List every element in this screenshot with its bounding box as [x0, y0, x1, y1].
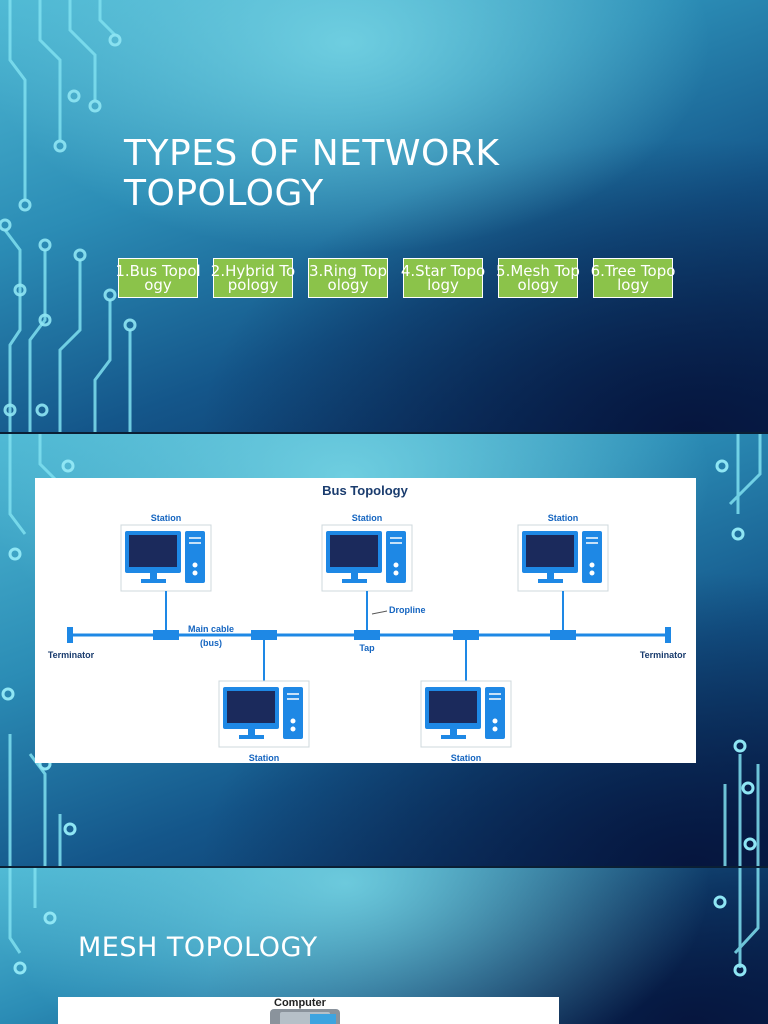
slide-separator	[0, 866, 768, 868]
monitor-screen	[227, 691, 275, 723]
station-label: Station	[151, 513, 182, 523]
main-cable-label: Main cable	[188, 624, 234, 634]
terminator-label: Terminator	[48, 650, 95, 660]
main-cable-label: (bus)	[200, 638, 222, 648]
mesh-topology-title: MESH TOPOLOGY	[78, 932, 318, 963]
monitor-base	[239, 735, 264, 739]
slide-types-of-network-topology: Types of Network Topology 1.Bus Topology…	[0, 0, 768, 432]
monitor-base	[141, 579, 166, 583]
circuit-decoration-left	[0, 0, 137, 432]
computer-icon	[270, 1009, 340, 1024]
topology-label: 4.Star Topology	[400, 262, 486, 294]
monitor-stand	[351, 573, 358, 579]
monitor-base	[441, 735, 466, 739]
tower-button	[192, 570, 198, 576]
terminator-label: Terminator	[640, 650, 687, 660]
title-line-2: Topology	[124, 173, 324, 214]
monitor-base	[342, 579, 367, 583]
circuit-decoration-right	[715, 434, 762, 866]
monitor-stand	[450, 729, 457, 735]
tower-button	[589, 570, 595, 576]
station-label: Station	[249, 753, 280, 763]
tap-connector	[251, 630, 277, 640]
page-title: Types of Network Topology	[124, 134, 644, 214]
topology-label: 5.Mesh Topology	[496, 262, 580, 294]
monitor-base	[538, 579, 563, 583]
monitor-stand	[150, 573, 157, 579]
monitor-screen	[330, 535, 378, 567]
terminator-left	[67, 627, 73, 643]
topology-box-ring: 3.Ring Topology	[308, 258, 388, 298]
tower-icon	[185, 531, 205, 583]
tower-icon	[582, 531, 602, 583]
tap-connector	[153, 630, 179, 640]
diagram-title: Bus Topology	[322, 483, 408, 498]
mesh-topology-diagram: Computer	[58, 997, 559, 1024]
monitor-stand	[248, 729, 255, 735]
tower-button	[290, 718, 296, 724]
tower-button	[393, 562, 399, 568]
monitor-stand	[547, 573, 554, 579]
topology-label: 3.Ring Topology	[308, 262, 387, 294]
tap-label: Tap	[359, 643, 375, 653]
computer-label: Computer	[274, 997, 327, 1009]
monitor-screen	[429, 691, 477, 723]
monitor-screen	[526, 535, 574, 567]
tap-connector	[354, 630, 380, 640]
mesh-diagram-svg: Computer	[270, 997, 340, 1024]
monitor-screen	[129, 535, 177, 567]
slide-mesh-topology: MESH TOPOLOGY Computer	[0, 868, 768, 1024]
tap-connector	[453, 630, 479, 640]
topology-label: 6.Tree Topology	[590, 262, 676, 294]
tower-button	[192, 562, 198, 568]
tower-icon	[485, 687, 505, 739]
tower-icon	[283, 687, 303, 739]
topology-box-hybrid: 2.Hybrid Topology	[210, 258, 296, 298]
topology-label: 2.Hybrid Topology	[210, 262, 296, 294]
station-label: Station	[451, 753, 482, 763]
tower-button	[290, 726, 296, 732]
tower-button	[492, 718, 498, 724]
terminator-right	[665, 627, 671, 643]
tower-button	[492, 726, 498, 732]
slide-separator	[0, 432, 768, 434]
station-label: Station	[548, 513, 579, 523]
dropline-pointer	[371, 610, 388, 615]
tap-connector	[550, 630, 576, 640]
dropline-label: Dropline	[389, 605, 426, 615]
station-label: Station	[352, 513, 383, 523]
circuit-decoration-left	[8, 868, 57, 975]
tower-icon	[386, 531, 406, 583]
topology-box-bus: 1.Bus Topology	[115, 258, 201, 298]
tower-button	[589, 562, 595, 568]
topology-box-tree: 6.Tree Topology	[590, 258, 676, 298]
topology-box-star: 4.Star Topology	[400, 258, 486, 298]
title-line-1: Types of Network	[124, 133, 500, 174]
topology-label: 1.Bus Topology	[115, 262, 201, 294]
topology-box-mesh: 5.Mesh Topology	[496, 258, 580, 298]
tower-button	[393, 570, 399, 576]
circuit-decoration-right	[713, 868, 760, 977]
